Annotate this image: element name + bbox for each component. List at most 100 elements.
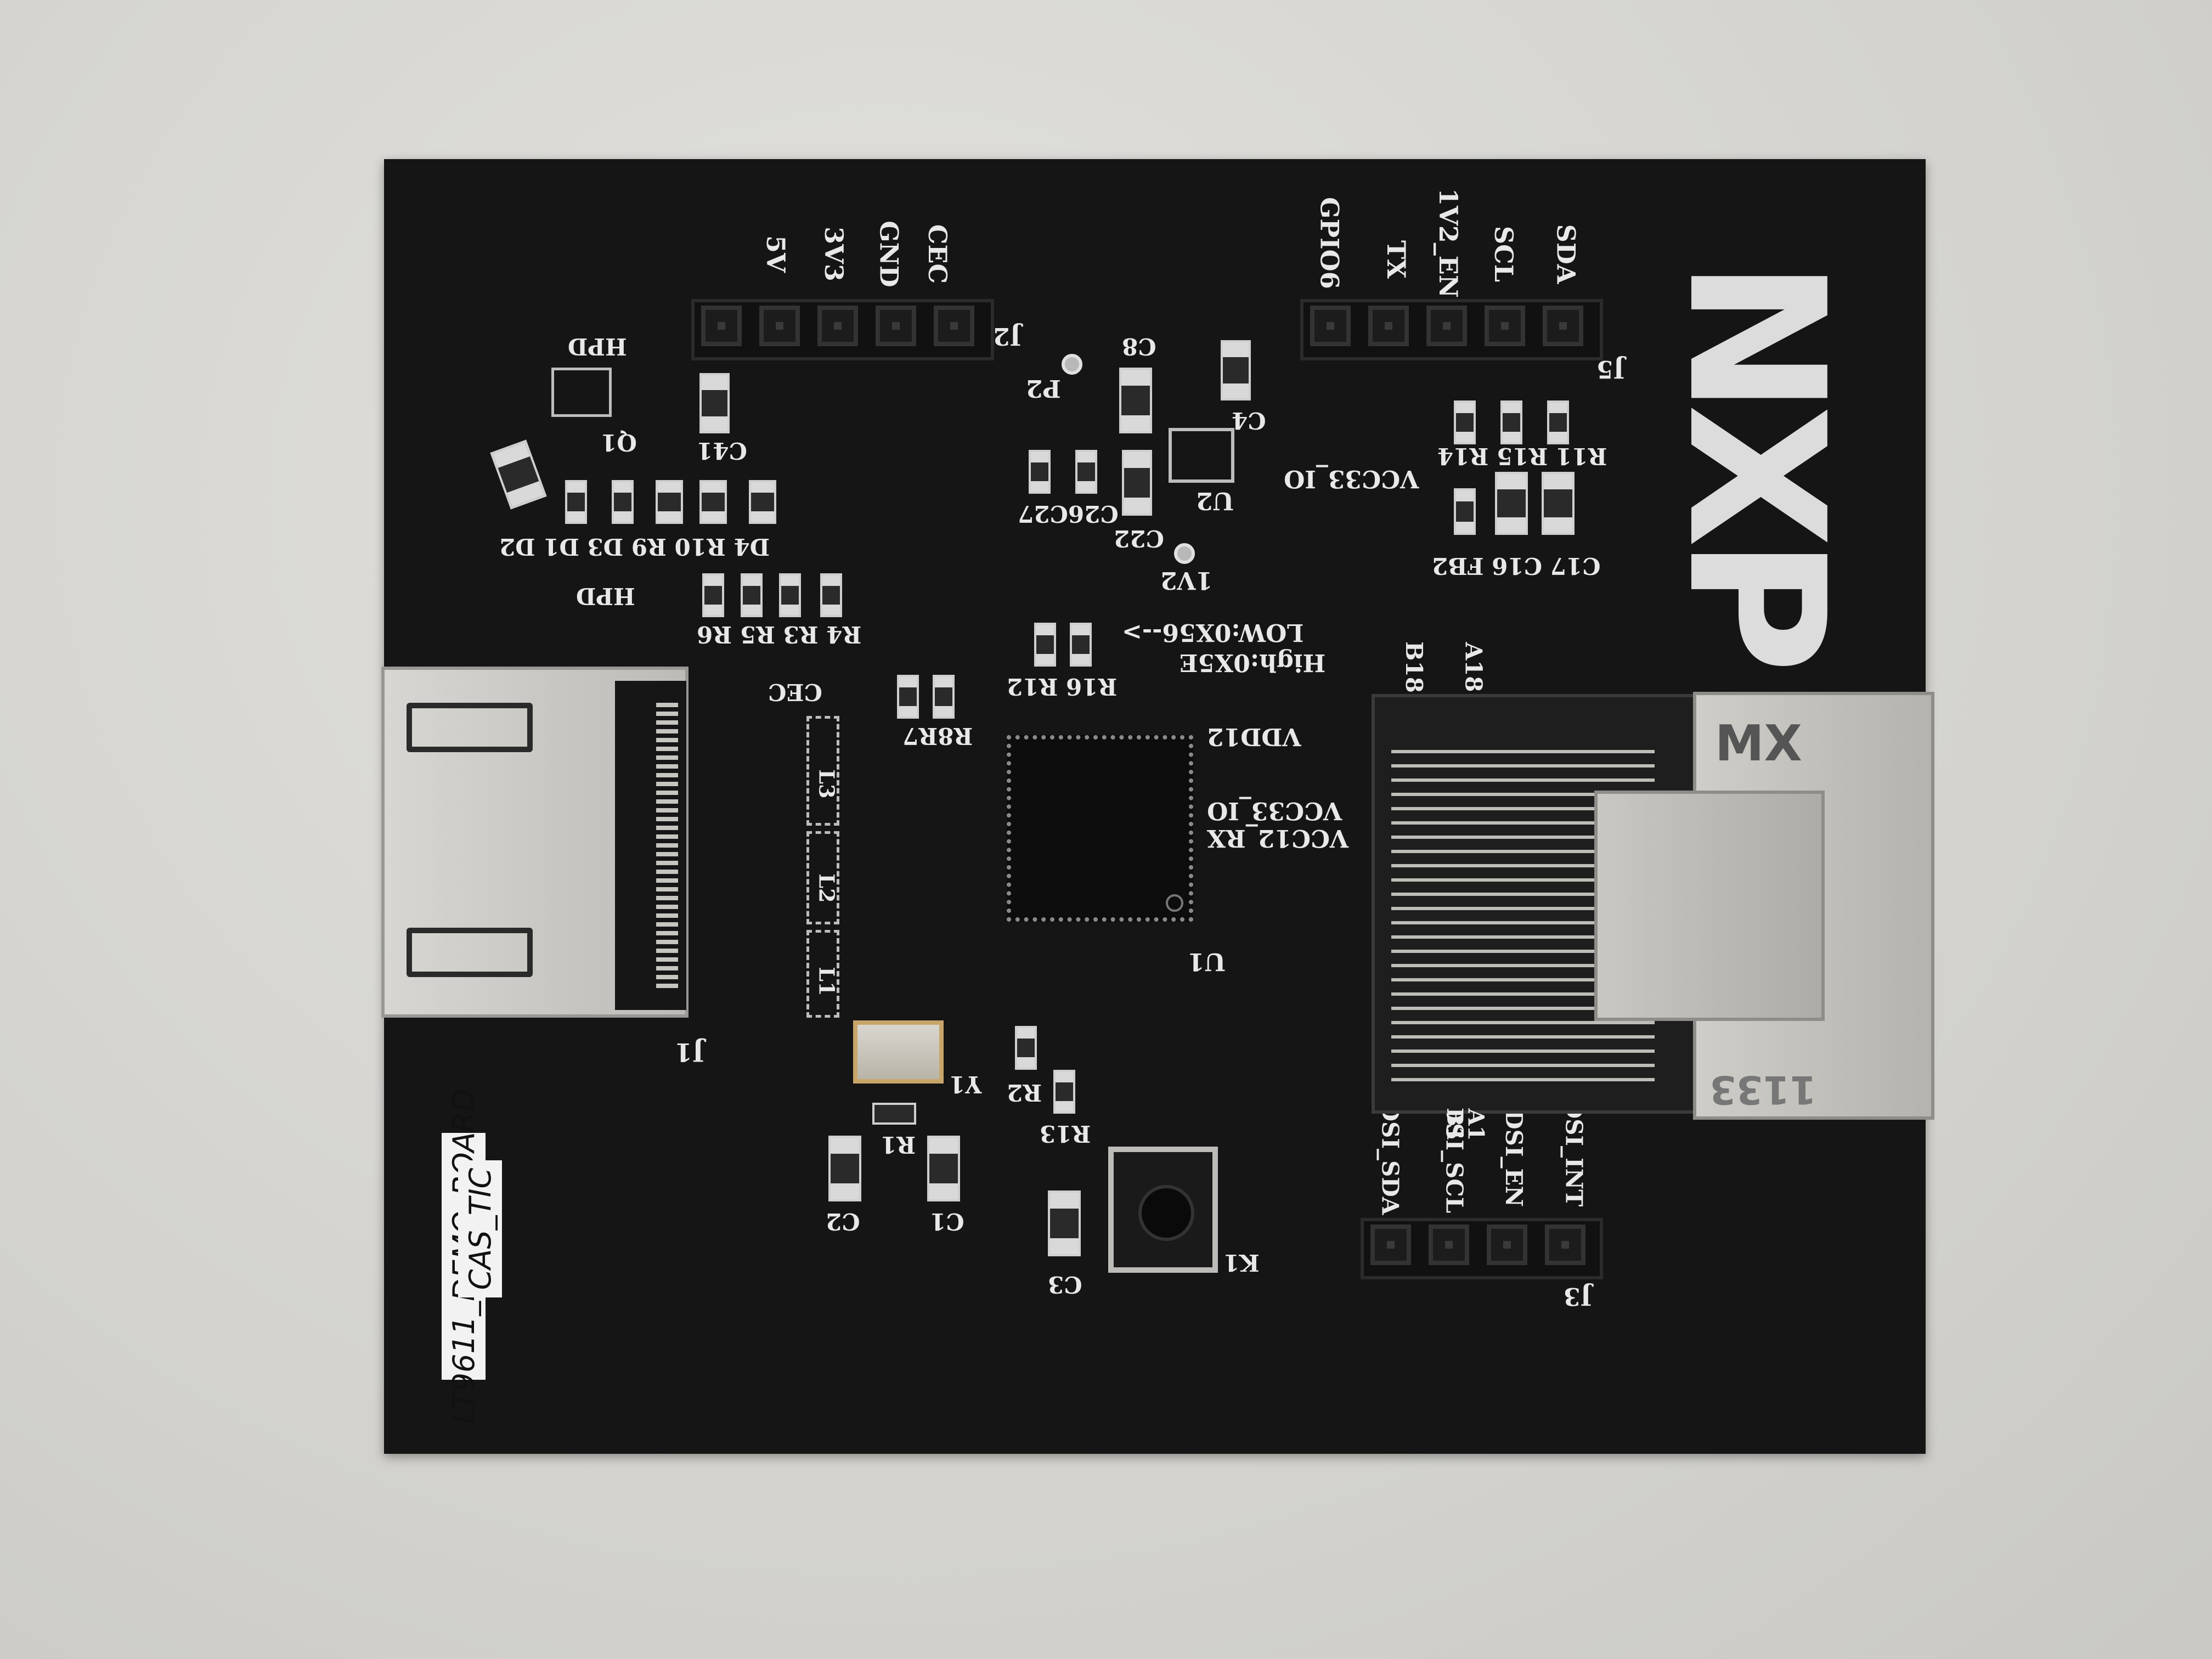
vcc33-io-label: VCC33_IO [1207,797,1342,825]
transistor-q1 [551,368,612,417]
r13-label: R13 [1040,1120,1091,1147]
reset-button-k1[interactable] [1108,1147,1218,1273]
r-row-label: R4 R3 R5 R6 [697,621,862,648]
p2-label: P2 [1026,374,1061,402]
mini-sas-connector[interactable]: MX 1133 [1372,692,1934,1120]
capacitor-c16 [1495,472,1528,535]
r16r12-label: R16 R12 [1007,673,1118,700]
j1-label: J1 [675,1037,704,1067]
high-addr-label: High:0X5E [1180,648,1326,676]
j5-label: J5 [1596,355,1625,383]
1v2-label: 1V2 [1160,566,1213,594]
c4-label: C4 [1232,407,1266,434]
j3-label: J3 [1564,1282,1592,1310]
nxp-logo: NXP [1647,259,1864,663]
capacitor-c2 [828,1136,861,1201]
c8-label: C8 [1122,333,1156,360]
c2-label: C2 [826,1208,860,1235]
u1-label: U1 [1188,947,1226,975]
resistor-r4 [702,573,724,617]
resistor-r3 [741,573,763,617]
r8r7-label: R8R7 [902,723,973,749]
diode-d2 [749,480,776,524]
low-addr-label: LOW:0X56--> [1122,618,1304,646]
c41-label: C41 [697,437,747,464]
capacitor-c1 [927,1136,960,1201]
vcc33-io-top-label: VCC33_IO [1284,465,1419,493]
b1-label: B1 [1441,1108,1468,1142]
resistor-r7 [933,675,955,719]
resistor-r13 [1053,1070,1075,1114]
hpd-top-label: HPD [568,333,627,360]
diodes-label: D4 R10 R9 D3 D1 D2 [499,533,770,560]
capacitor-c17 [1454,488,1476,535]
team-name: CAS_TIC [462,1167,498,1290]
ferrite-fb2 [1542,472,1575,535]
c1-label: C1 [930,1208,964,1235]
resistor-r6 [820,573,842,617]
resistor-r5 [779,573,801,617]
resistor-r2 [1015,1026,1037,1070]
j2-pin-label: 3V3 [819,227,849,281]
capacitor-c27 [1075,450,1097,494]
j5-pin-label: SCL [1489,225,1519,283]
q1-label: Q1 [601,429,637,456]
l3-label: L3 [814,769,839,799]
diode-d3 [656,480,683,524]
j2-pin-label: CEC [923,224,953,284]
j2-label: J2 [993,322,1022,350]
team-tag: CAS_TIC [458,1160,502,1297]
connector-brand: MX [1715,715,1802,772]
j2-pin-label: 5V [760,235,791,273]
j2-pin-label: GND [874,221,904,287]
resistor-r11 [1454,400,1476,444]
capacitor-c8 [1119,368,1152,433]
r1-label: R1 [881,1131,916,1158]
b18-label: B18 [1400,641,1427,693]
a1-label: A1 [1463,1108,1489,1141]
c3-label: C3 [1048,1271,1082,1298]
resistor-r15 [1500,400,1522,444]
vdd12-label: VDD12 [1207,723,1301,751]
inductor-l3 [806,716,839,826]
lt9611-chip [1007,735,1193,922]
c26c27-label: C26C27 [1018,500,1119,527]
connector-code: 1133 [1709,1067,1816,1112]
header-j2[interactable] [691,299,994,360]
pcb-board: NXP 5V 3V3 GND CEC J2 GPIO6 TX 1V2_EN SC… [381,159,1934,1454]
capacitor-c22 [1122,450,1152,516]
resistor-r14 [1547,400,1569,444]
test-point-1v2 [1174,543,1195,564]
l2-label: L2 [814,873,839,903]
diode-d4 [490,439,547,510]
j5-pin-label: TX [1381,240,1411,279]
j5-pin-label: GPIO6 [1314,197,1345,289]
y1-label: Y1 [949,1071,982,1098]
resistor-r1 [872,1103,916,1125]
a18-label: A18 [1460,642,1487,692]
cec-label: CEC [768,679,822,706]
header-j3[interactable] [1361,1218,1603,1279]
u2-label: U2 [1196,487,1234,515]
hpd-mid-label: HPD [576,583,635,610]
header-j5[interactable] [1300,299,1603,360]
resistor-r16 [1034,623,1056,667]
c17-row-label: C17 C16 FB2 [1432,552,1601,579]
capacitor-c3 [1048,1190,1081,1256]
j3-pin-label: DSI_EN [1500,1109,1527,1207]
diode-d1 [699,480,727,524]
r11-row-label: R11 R15 R14 [1437,443,1607,470]
resistor-r9 [612,480,634,524]
resistor-r8 [897,675,919,719]
inductor-l2 [806,831,839,924]
crystal-y1 [853,1020,944,1084]
u2-chip [1169,428,1234,483]
r2-label: R2 [1007,1079,1042,1106]
k1-label: K1 [1223,1249,1260,1276]
button-cap[interactable] [1138,1185,1194,1241]
l1-label: L1 [814,967,839,996]
j5-pin-label: 1V2_EN [1433,188,1463,298]
j5-pin-label: SDA [1551,224,1581,284]
hdmi-connector[interactable] [381,667,689,1018]
